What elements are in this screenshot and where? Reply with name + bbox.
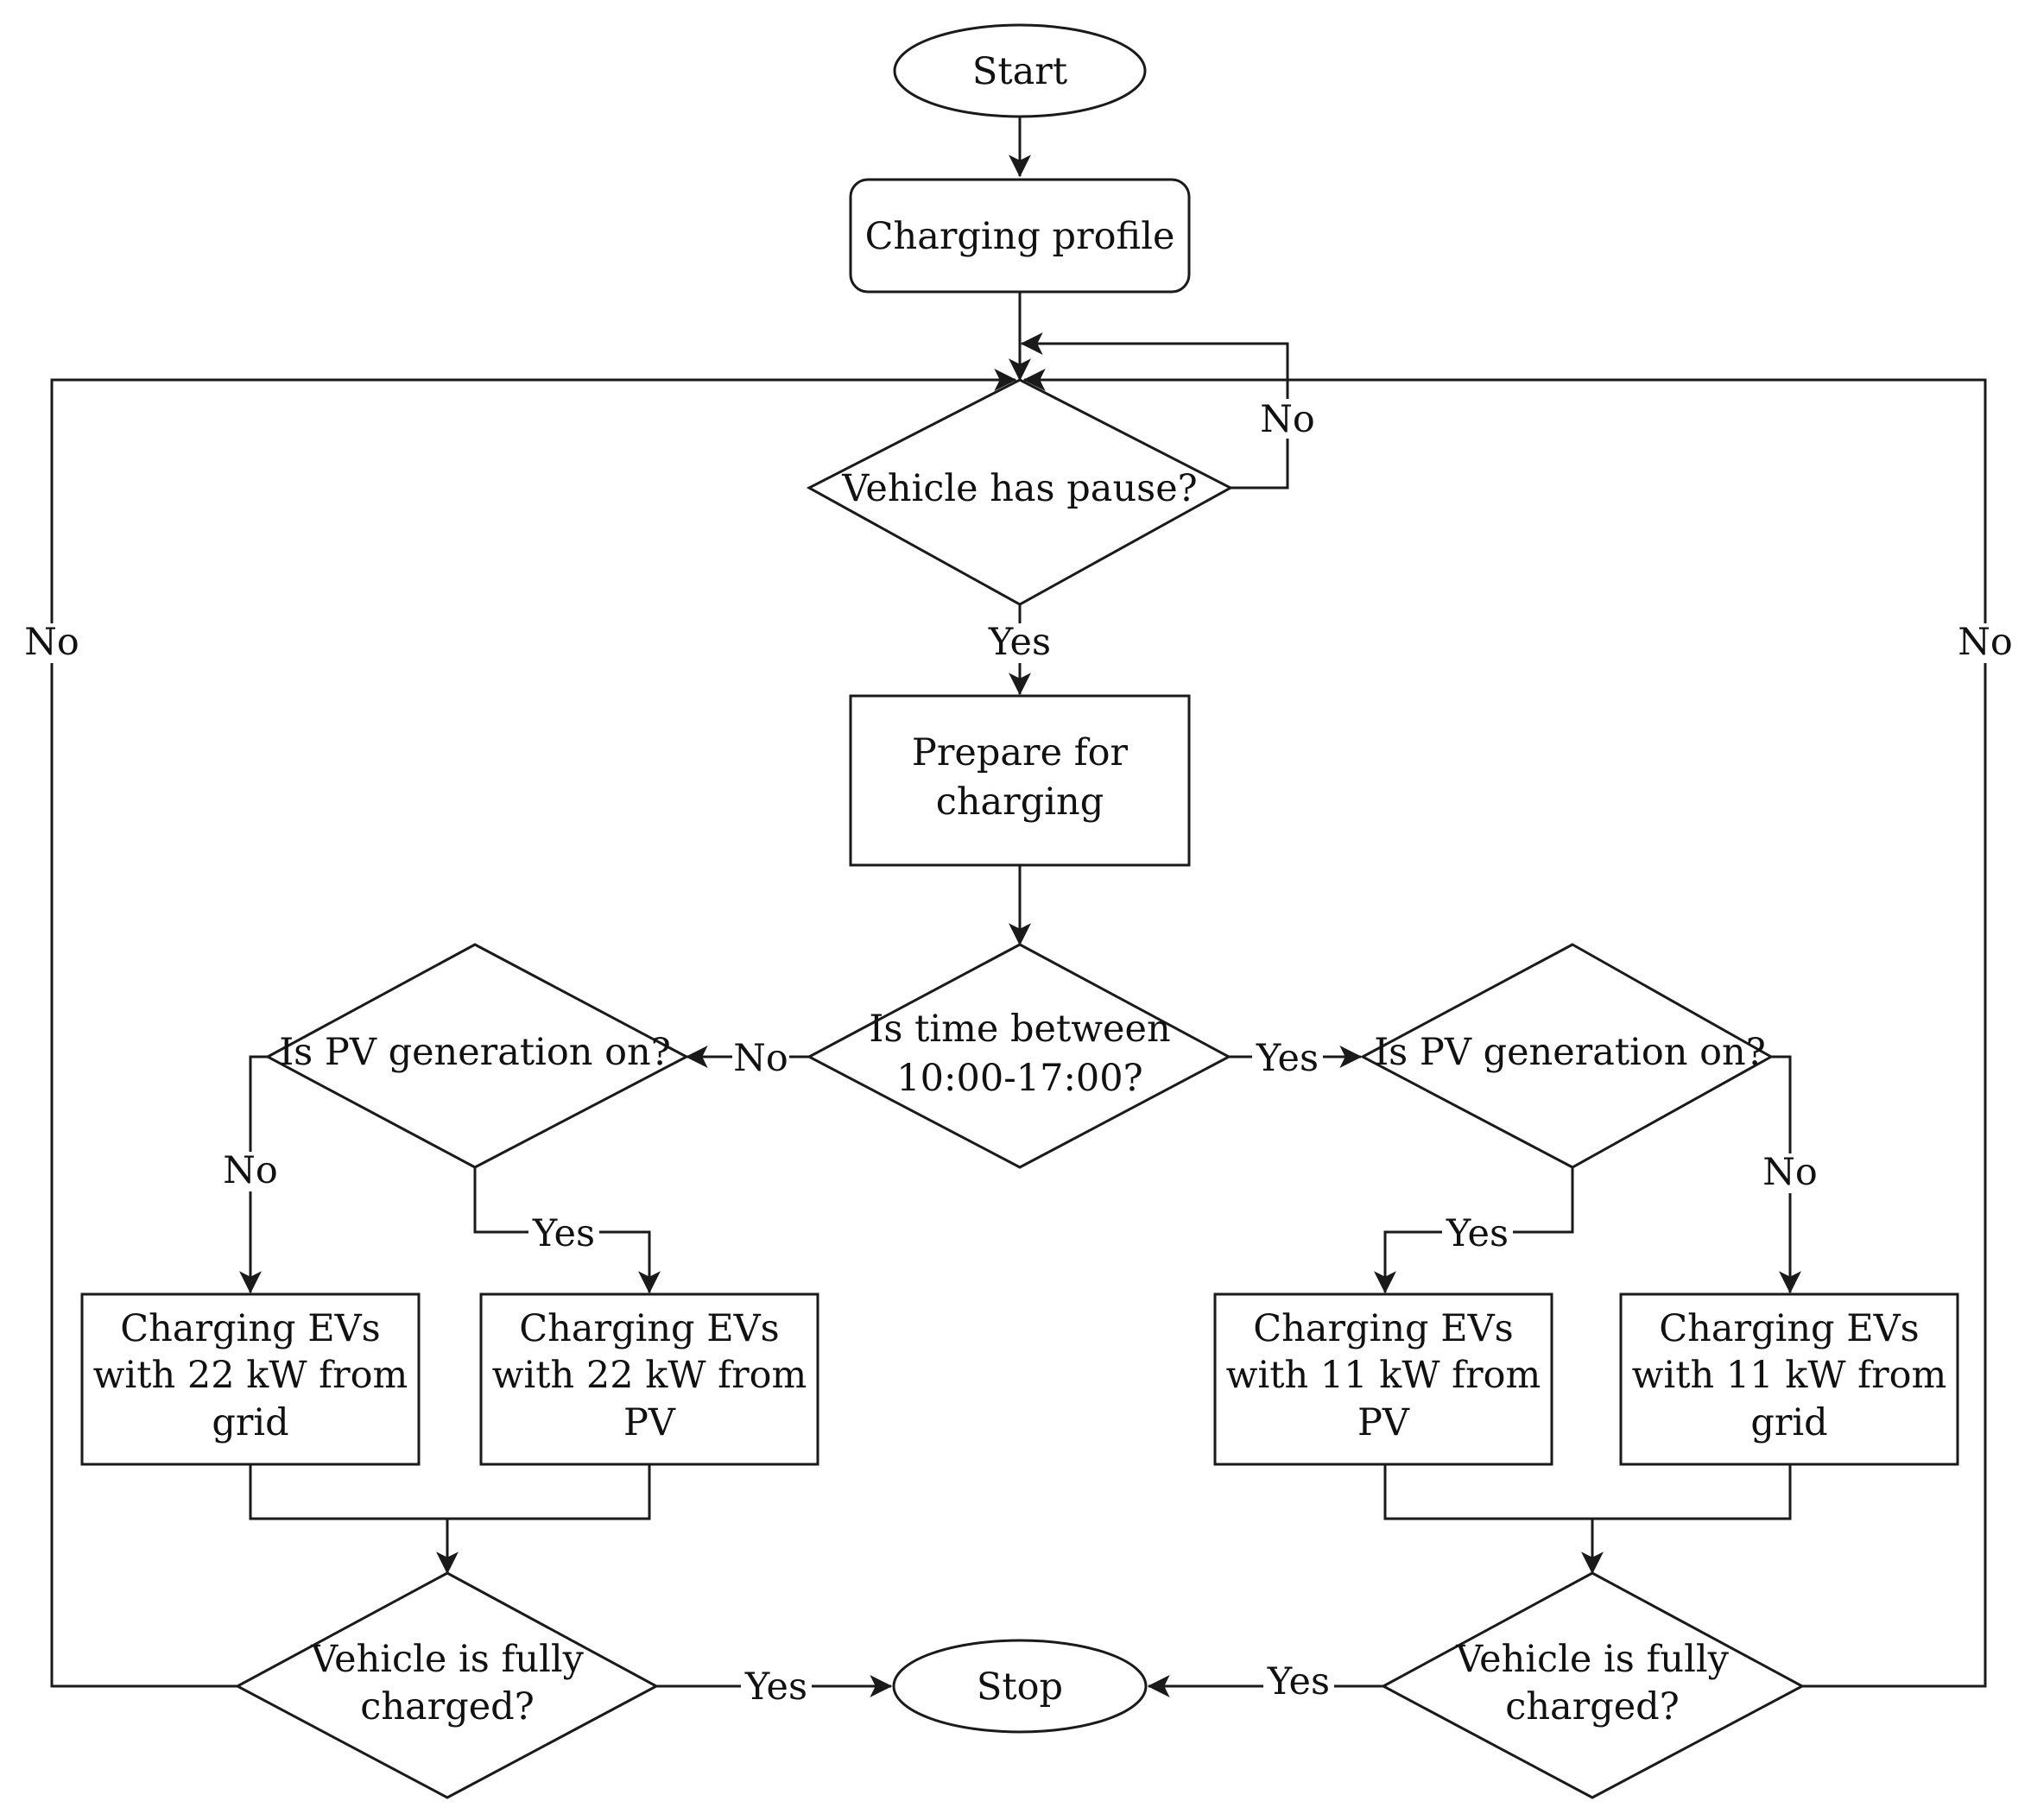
svg-text:Yes: Yes xyxy=(532,1212,595,1255)
charge-11kw-pv-line2: with 11 kW from xyxy=(1226,1354,1541,1397)
prepare-charging-node: Prepare for charging xyxy=(849,694,1191,867)
time-check-decision: Is time between 10:00-17:00? xyxy=(806,943,1232,1169)
svg-text:No: No xyxy=(24,621,79,664)
time-check-line1: Is time between xyxy=(869,1008,1170,1051)
pv-right-decision: Is PV generation on? xyxy=(1359,943,1775,1169)
edge-label-full-right-yes: Yes xyxy=(1263,1660,1334,1703)
pv-left-decision: Is PV generation on? xyxy=(264,943,690,1169)
start-node: Start xyxy=(893,23,1147,118)
charge-22kw-grid-node: Charging EVs with 22 kW from grid xyxy=(80,1292,421,1466)
edge-left-boxes-merge xyxy=(249,1464,651,1520)
svg-text:Yes: Yes xyxy=(1267,1660,1330,1703)
svg-text:No: No xyxy=(1762,1151,1818,1194)
charge-11kw-pv-node: Charging EVs with 11 kW from PV xyxy=(1213,1292,1553,1466)
charging-profile-label: Charging profile xyxy=(865,215,1175,258)
edge-label-pause-no: No xyxy=(1259,398,1316,441)
fully-charged-left-line1: Vehicle is fully xyxy=(310,1638,585,1681)
fully-charged-left-line2: charged? xyxy=(360,1685,535,1728)
charge-22kw-pv-line3: PV xyxy=(623,1401,676,1444)
prepare-label-line2: charging xyxy=(936,780,1104,824)
fully-charged-right-line1: Vehicle is fully xyxy=(1455,1638,1730,1681)
stop-label: Stop xyxy=(977,1665,1063,1709)
charge-11kw-pv-line1: Charging EVs xyxy=(1253,1307,1513,1350)
edge-label-pv-left-yes: Yes xyxy=(528,1212,599,1255)
fully-charged-left-decision: Vehicle is fully charged? xyxy=(234,1571,660,1799)
charge-22kw-pv-node: Charging EVs with 22 kW from PV xyxy=(479,1292,819,1466)
pv-left-label: Is PV generation on? xyxy=(279,1031,671,1074)
charge-22kw-grid-line1: Charging EVs xyxy=(120,1307,380,1350)
charge-11kw-grid-line1: Charging EVs xyxy=(1659,1307,1919,1350)
charge-22kw-pv-line2: with 22 kW from xyxy=(492,1354,807,1397)
time-check-line2: 10:00-17:00? xyxy=(896,1057,1142,1100)
charging-profile-node: Charging profile xyxy=(849,178,1191,294)
edge-label-pause-yes: Yes xyxy=(984,621,1055,664)
svg-text:Yes: Yes xyxy=(988,621,1051,664)
start-label: Start xyxy=(972,50,1067,93)
edge-full-right-no xyxy=(1022,369,1987,1688)
svg-text:No: No xyxy=(1260,398,1315,441)
charge-22kw-pv-line1: Charging EVs xyxy=(519,1307,779,1350)
svg-text:Yes: Yes xyxy=(744,1665,807,1709)
stop-node: Stop xyxy=(892,1639,1148,1734)
svg-text:No: No xyxy=(223,1149,278,1192)
svg-text:Yes: Yes xyxy=(1446,1212,1509,1255)
svg-text:Yes: Yes xyxy=(1256,1037,1319,1080)
charge-11kw-grid-line3: grid xyxy=(1750,1401,1827,1444)
fully-charged-right-decision: Vehicle is fully charged? xyxy=(1380,1571,1806,1799)
edge-label-time-yes: Yes xyxy=(1252,1037,1323,1080)
edge-full-left-no xyxy=(50,369,1017,1688)
pv-right-label: Is PV generation on? xyxy=(1374,1031,1766,1074)
charge-11kw-grid-node: Charging EVs with 11 kW from grid xyxy=(1619,1292,1959,1466)
charge-11kw-pv-line3: PV xyxy=(1357,1401,1410,1444)
charge-11kw-grid-line2: with 11 kW from xyxy=(1632,1354,1947,1397)
edge-label-pv-right-yes: Yes xyxy=(1442,1212,1513,1255)
charge-22kw-grid-line3: grid xyxy=(212,1401,288,1444)
edge-right-boxes-merge xyxy=(1383,1464,1792,1520)
fully-charged-right-line2: charged? xyxy=(1505,1685,1680,1728)
edge-label-pv-left-no: No xyxy=(221,1149,280,1192)
vehicle-pause-decision: Vehicle has pause? xyxy=(806,378,1234,606)
edge-label-full-left-no: No xyxy=(22,621,81,664)
charge-22kw-grid-line2: with 22 kW from xyxy=(93,1354,408,1397)
edge-label-full-left-yes: Yes xyxy=(741,1665,812,1709)
vehicle-pause-label: Vehicle has pause? xyxy=(841,467,1197,510)
edge-pv-right-no xyxy=(1771,1055,1801,1294)
svg-text:No: No xyxy=(1958,621,2013,664)
edge-label-pv-right-no: No xyxy=(1761,1151,1819,1194)
edge-label-time-no: No xyxy=(732,1037,789,1080)
prepare-label-line1: Prepare for xyxy=(912,731,1129,774)
svg-text:No: No xyxy=(733,1037,788,1080)
edge-label-full-right-no: No xyxy=(1956,621,2015,664)
edge-pv-left-no xyxy=(239,1055,268,1294)
